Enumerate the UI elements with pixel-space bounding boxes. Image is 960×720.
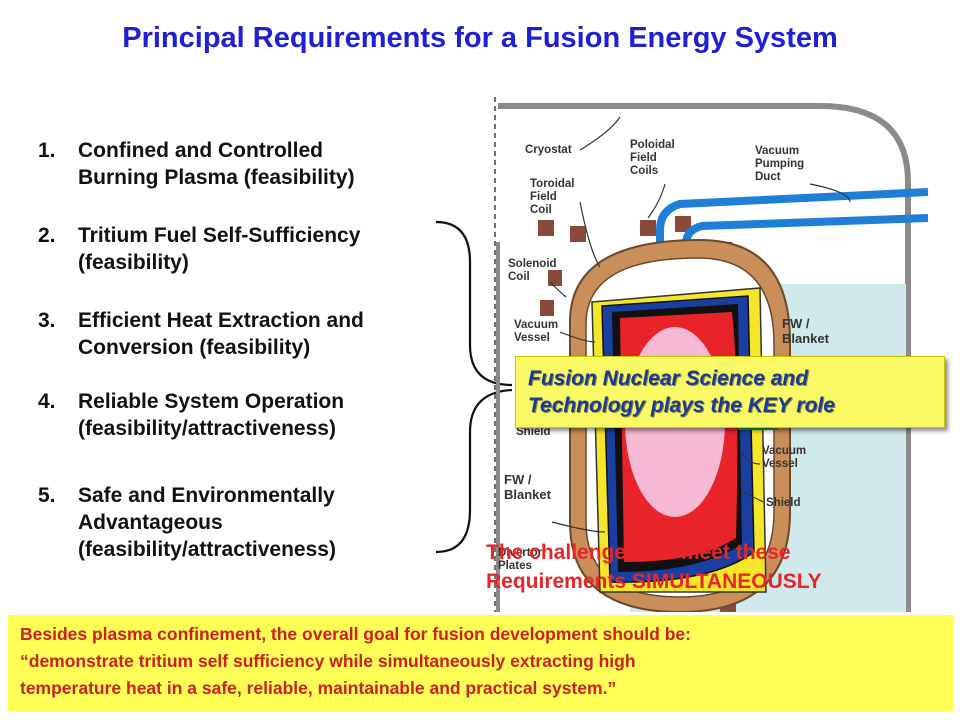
requirement-line: Advantageous — [78, 511, 223, 534]
challenge-statement: The challenge is to meet these Requireme… — [486, 538, 822, 596]
cryostat-outline — [498, 103, 911, 612]
vacuum-duct-upper — [656, 188, 929, 268]
goal-line: “demonstrate tritium self sufficiency wh… — [20, 651, 636, 671]
bracket-lower — [435, 388, 513, 554]
requirement-line: Tritium Fuel Self-Sufficiency — [78, 224, 361, 247]
requirement-line: Confined and Controlled — [78, 139, 323, 162]
challenge-line: The challenge is to meet these — [486, 541, 791, 564]
page-title: Principal Requirements for a Fusion Ener… — [122, 22, 838, 54]
requirement-line: (feasibility) — [78, 251, 189, 274]
requirement-line: Efficient Heat Extraction and — [78, 309, 364, 332]
goal-line: Besides plasma confinement, the overall … — [20, 624, 691, 644]
requirement-line: Reliable System Operation — [78, 390, 345, 413]
requirement-3: 3. Efficient Heat Extraction and Convers… — [38, 307, 458, 361]
goal-callout: Besides plasma confinement, the overall … — [8, 615, 954, 711]
requirement-line: Burning Plasma (feasibility) — [78, 166, 355, 189]
requirement-5: 5. Safe and Environmentally Advantageous… — [38, 482, 458, 563]
requirement-number: 2. — [38, 224, 56, 247]
requirement-4: 4. Reliable System Operation (feasibilit… — [38, 388, 458, 442]
requirement-line: Conversion (feasibility) — [78, 336, 311, 359]
requirement-number: 4. — [38, 390, 56, 413]
requirement-number: 3. — [38, 309, 56, 332]
requirement-1: 1. Confined and Controlled Burning Plasm… — [38, 137, 458, 191]
requirement-line: (feasibility/attractiveness) — [78, 538, 336, 561]
key-role-line: Technology plays the KEY role — [528, 394, 835, 417]
label-cryostat: Cryostat — [525, 144, 572, 156]
requirement-2: 2. Tritium Fuel Self-Sufficiency (feasib… — [38, 222, 458, 276]
svg-text:FW /Blanket: FW /Blanket — [504, 472, 552, 502]
challenge-line: Requirements SIMULTANEOUSLY — [486, 570, 822, 593]
svg-text:Shield: Shield — [766, 497, 801, 509]
requirement-number: 1. — [38, 139, 56, 162]
key-role-callout: Fusion Nuclear Science and Technology pl… — [515, 356, 945, 428]
svg-text:Shield: Shield — [516, 426, 551, 438]
svg-text:FW /Blanket: FW /Blanket — [782, 316, 830, 346]
key-role-line: Fusion Nuclear Science and — [528, 367, 809, 390]
requirement-line: Safe and Environmentally — [78, 484, 335, 507]
requirement-line: (feasibility/attractiveness) — [78, 417, 336, 440]
leader-lines — [549, 116, 851, 533]
goal-line: temperature heat in a safe, reliable, ma… — [20, 678, 617, 698]
requirement-number: 5. — [38, 484, 56, 507]
bracket-upper — [435, 220, 513, 387]
